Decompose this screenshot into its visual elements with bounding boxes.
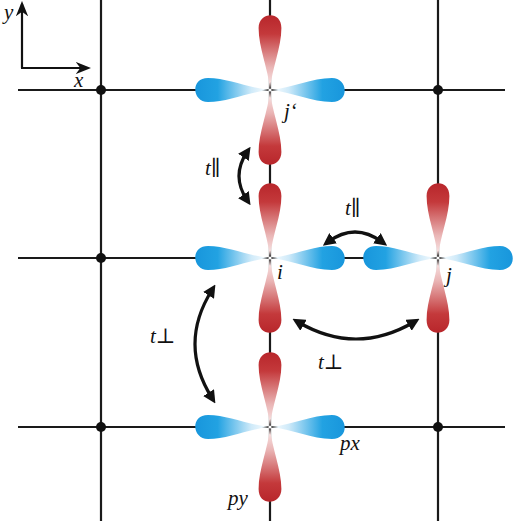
py-lobe (259, 427, 282, 502)
hopping-label: t⊥ (150, 326, 176, 347)
orbital (195, 183, 345, 333)
px-lobe (363, 246, 438, 270)
orbital-center (268, 256, 271, 259)
site-label: i (277, 262, 283, 283)
px-lobe (195, 246, 270, 270)
site-label: j (446, 265, 452, 286)
hopping-label: t∥ (345, 198, 361, 219)
orbital (363, 183, 513, 333)
orbital-center (436, 256, 439, 259)
px-lobe (270, 78, 345, 102)
px-lobe (270, 415, 345, 439)
site-label: j‘ (284, 101, 297, 122)
p-orbitals (195, 15, 513, 502)
orbital-label: py (228, 488, 248, 509)
orbital-label: px (340, 433, 360, 454)
lattice-lines (18, 0, 505, 521)
axis-label: x (74, 70, 83, 91)
orbital (195, 352, 345, 502)
py-lobe (259, 352, 282, 427)
hopping-arrows (195, 152, 414, 398)
hopping-label: t∥ (205, 158, 221, 179)
hopping-label: t⊥ (318, 352, 344, 373)
py-lobe (259, 90, 282, 165)
py-lobe (259, 15, 282, 90)
py-lobe (427, 258, 450, 333)
orbital (195, 15, 345, 165)
lattice-sites (96, 85, 443, 432)
axis-label: y (4, 2, 13, 23)
px-lobe (195, 78, 270, 102)
py-lobe (259, 183, 282, 258)
orbital-center (268, 425, 271, 428)
axes (21, 4, 88, 68)
py-lobe (427, 183, 450, 258)
px-lobe (195, 415, 270, 439)
orbital-center (268, 88, 271, 91)
